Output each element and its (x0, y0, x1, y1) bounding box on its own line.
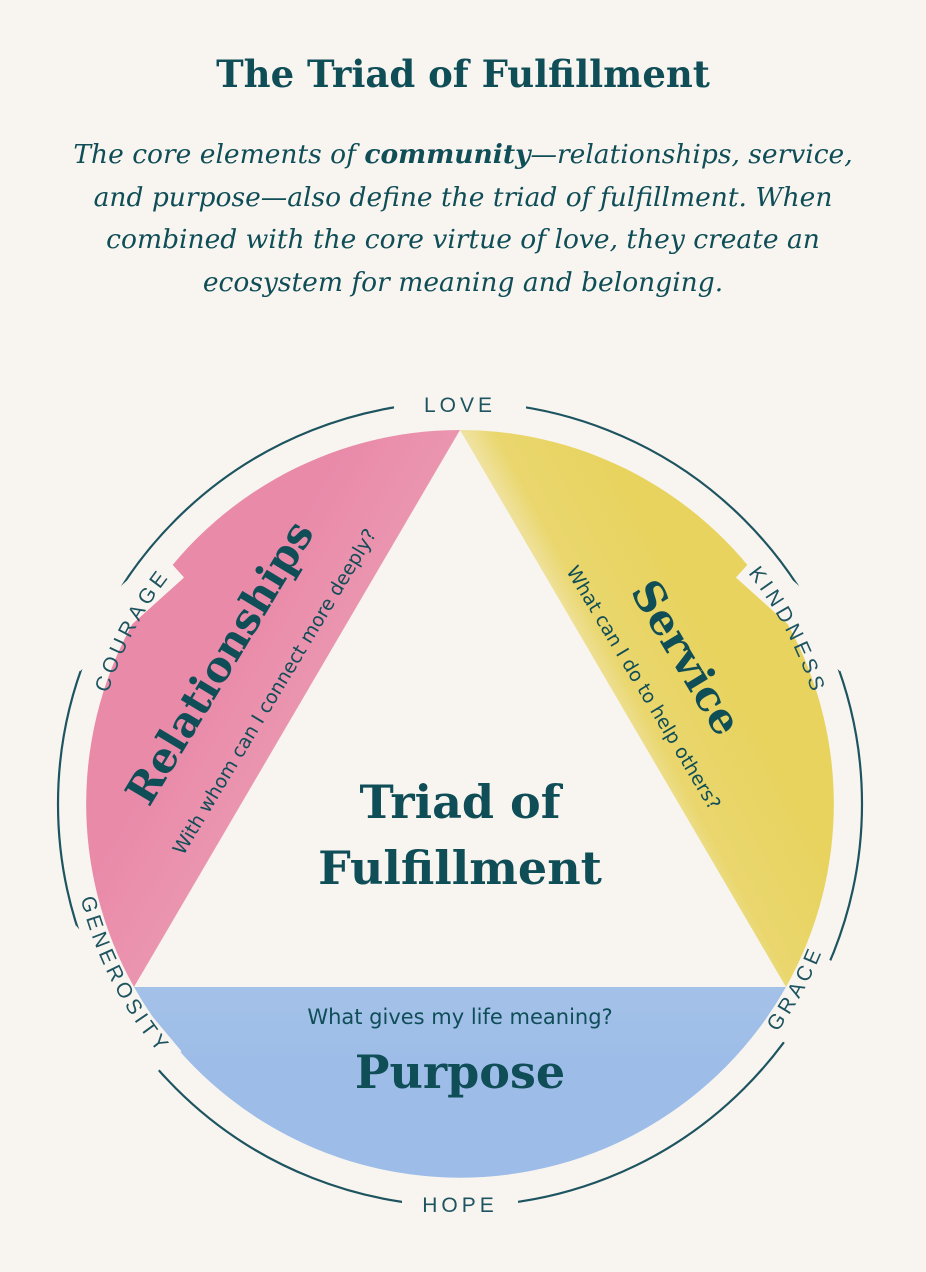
service-segment (460, 430, 834, 987)
center-title-line1: Triad of (359, 775, 563, 829)
center-title-line2: Fulfillment (318, 841, 603, 895)
purpose-question: What gives my life meaning? (307, 1005, 612, 1029)
page-title: The Triad of Fulfillment (216, 52, 710, 96)
intro-bold-word: community (364, 139, 531, 170)
intro-paragraph: The core elements of community—relations… (70, 134, 856, 304)
intro-text-end: —relationships, service, and purpose—als… (93, 139, 853, 298)
virtue-love: LOVE (424, 394, 496, 417)
purpose-title: Purpose (355, 1045, 565, 1099)
intro-text-start: The core elements of (73, 139, 365, 170)
virtue-hope: HOPE (422, 1194, 498, 1217)
relationships-segment (86, 430, 461, 987)
ring-gaps (48, 386, 865, 1222)
purpose-segment (134, 987, 786, 1178)
